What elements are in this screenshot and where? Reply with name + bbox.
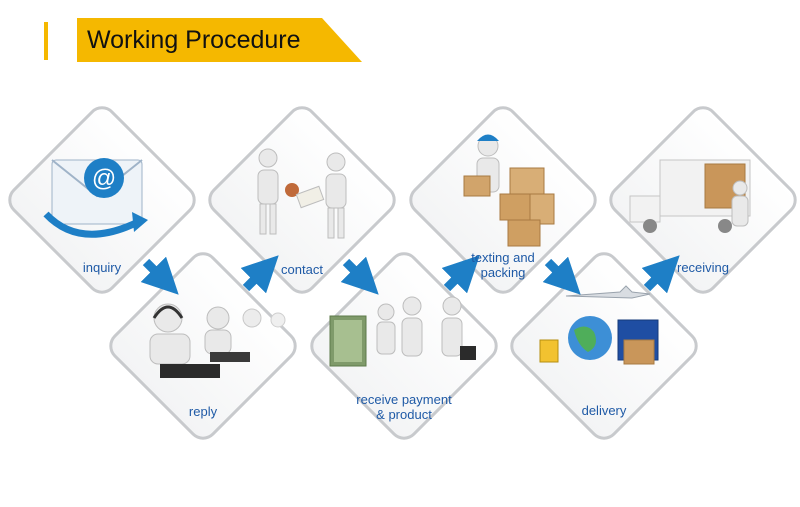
flow-arrow-reply-to-contact: [240, 255, 279, 294]
page-title: Working Procedure: [87, 26, 301, 54]
packing-boxes-icon: [463, 134, 555, 247]
envelope-icon: @: [43, 158, 148, 238]
delivery-globe-icon: [539, 285, 659, 365]
step-label-line: contact: [281, 262, 323, 277]
title-accent-bar: [44, 22, 48, 60]
flow-arrow-texting-packing-to-delivery: [542, 256, 581, 295]
step-label-inquiry: inquiry: [83, 260, 122, 275]
step-label-receiving: receiving: [677, 260, 729, 275]
handshake-figures-icon: [257, 148, 347, 239]
svg-text:@: @: [92, 165, 116, 192]
step-card-reply: [109, 252, 297, 440]
step-label-line: packing: [481, 265, 526, 280]
flow-arrow-contact-to-receive-payment: [340, 256, 379, 295]
title-banner: Working Procedure: [77, 18, 362, 62]
step-label-reply: reply: [189, 404, 218, 419]
step-label-receive-payment: receive payment& product: [356, 392, 452, 422]
step-label-contact: contact: [281, 262, 323, 277]
flow-arrow-delivery-to-receiving: [641, 255, 680, 294]
truck-icon: [629, 159, 751, 233]
step-label-line: texting and: [471, 250, 535, 265]
flow-arrow-receive-payment-to-texting-packing: [441, 255, 480, 294]
step-label-delivery: delivery: [582, 403, 627, 418]
step-label-line: inquiry: [83, 260, 122, 275]
step-label-line: & product: [376, 407, 432, 422]
call-center-icon: [149, 303, 286, 378]
step-label-line: receiving: [677, 260, 729, 275]
payment-handshake-icon: [329, 296, 476, 367]
flow-arrow-inquiry-to-reply: [140, 256, 179, 295]
step-label-line: reply: [189, 404, 218, 419]
step-label-line: delivery: [582, 403, 627, 418]
step-label-line: receive payment: [356, 392, 452, 407]
